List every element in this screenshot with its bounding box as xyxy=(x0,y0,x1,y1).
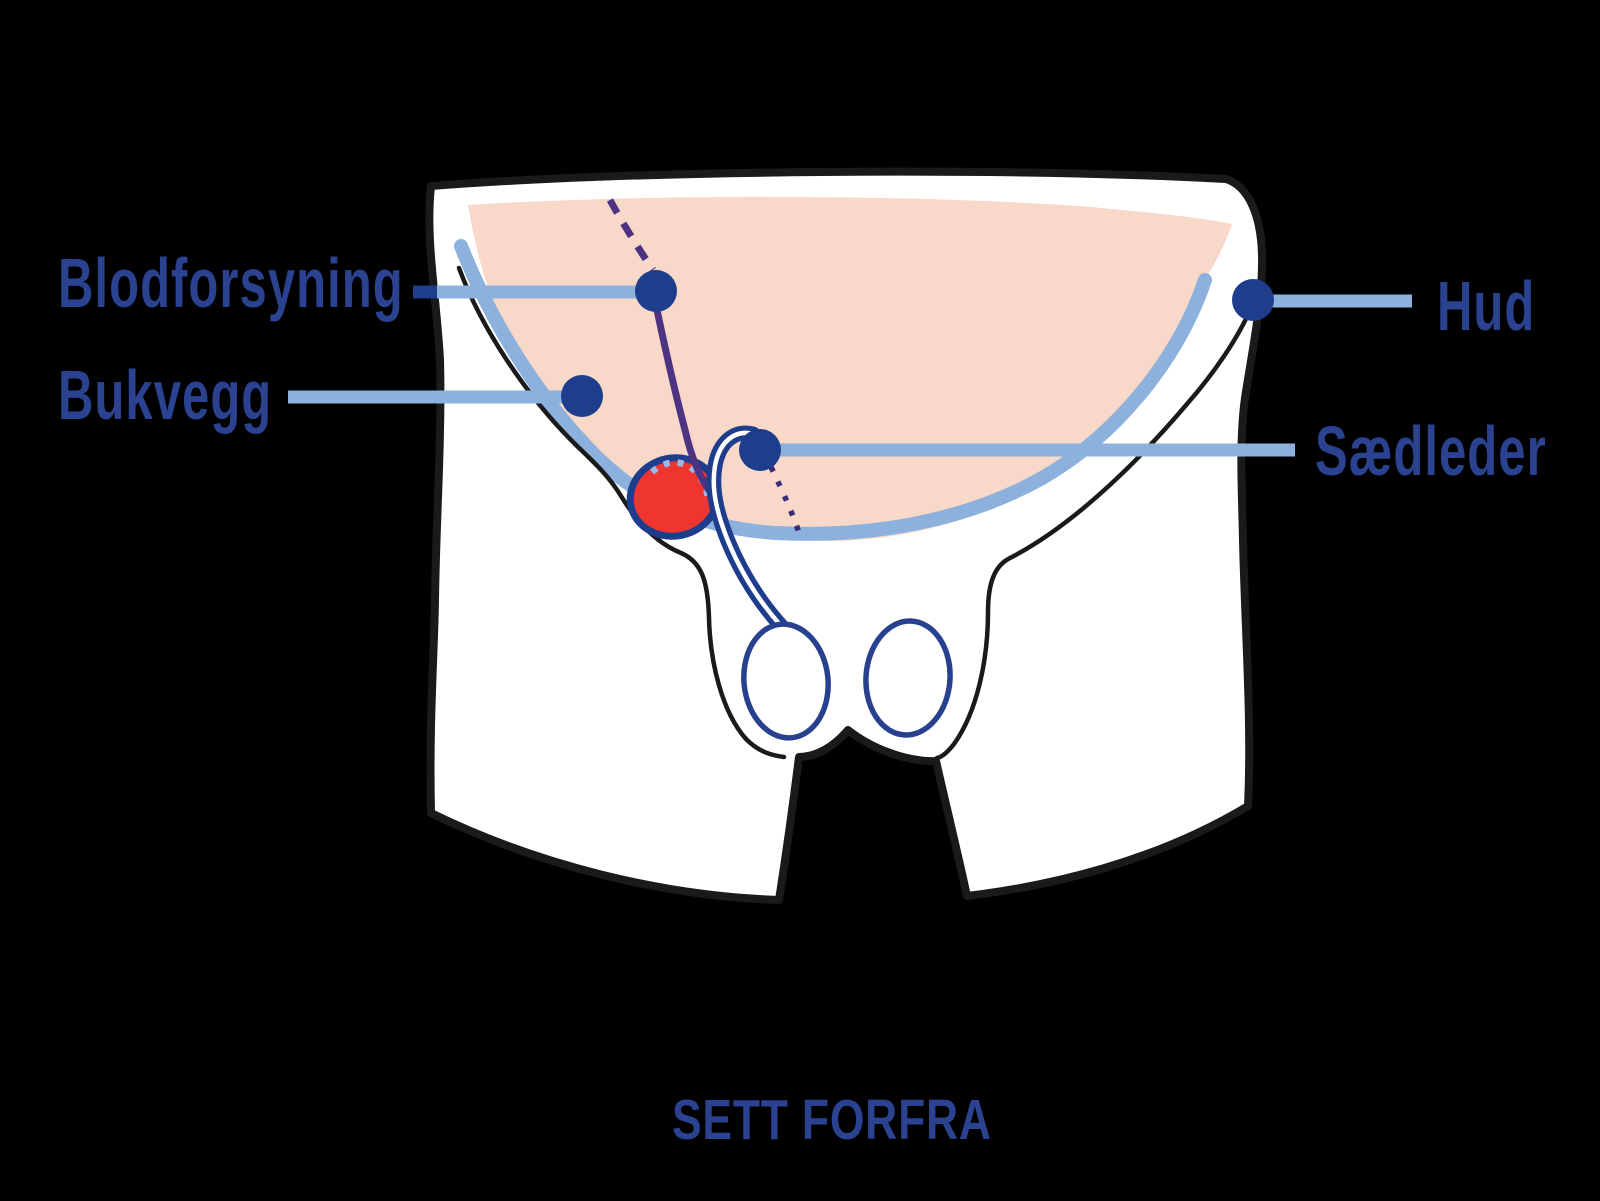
label-abdominal-wall: Bukvegg xyxy=(58,356,273,434)
caption-view-title: SETT FORFRA xyxy=(672,1088,992,1152)
scrotal-sac-left xyxy=(741,621,831,741)
blood-supply-dashed-line xyxy=(606,198,656,272)
groin-contour-left xyxy=(456,265,787,760)
vas-deferens-tube-core xyxy=(711,430,785,630)
groin-contour-right xyxy=(934,305,1254,761)
skin-marker-dot xyxy=(1232,279,1274,321)
abdominal-wall-marker-dot xyxy=(561,375,603,417)
scrotal-sac-right xyxy=(863,618,953,738)
blood-supply-vessel xyxy=(653,306,715,497)
label-skin: Hud xyxy=(1437,267,1536,345)
vas-deferens-marker-dot xyxy=(739,429,781,471)
blood-supply-marker-dot xyxy=(635,270,677,312)
label-vas-deferens: Sædleder xyxy=(1315,412,1547,490)
label-blood-supply: Blodforsyning xyxy=(58,244,404,322)
